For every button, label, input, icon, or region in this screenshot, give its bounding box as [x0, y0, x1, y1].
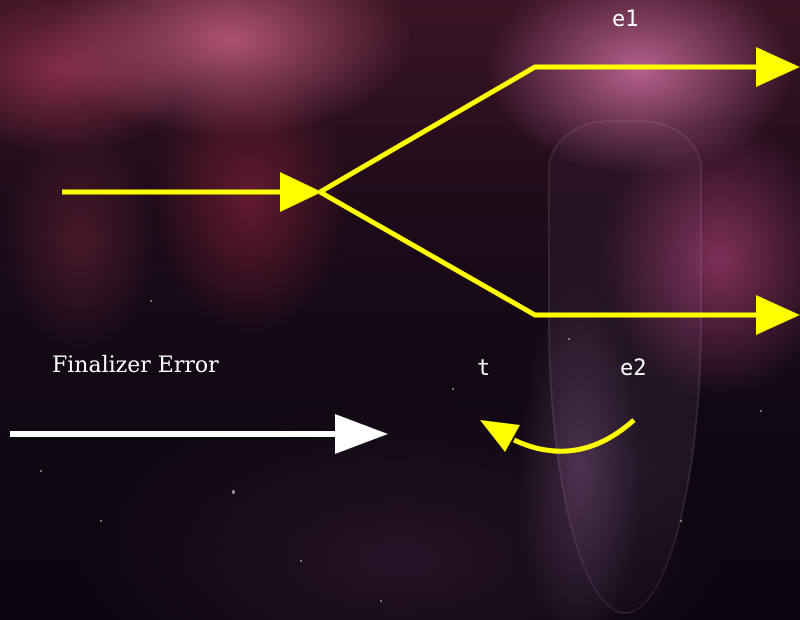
curved-arrow-head	[480, 420, 520, 452]
label-finalizer-error: Finalizer Error	[52, 353, 219, 378]
dust-particle	[452, 388, 454, 390]
dust-particle	[380, 600, 382, 602]
label-t: t	[477, 356, 491, 381]
dust-particle	[40, 470, 42, 472]
dust-particle	[680, 520, 682, 522]
branch-e2-arrow-head	[756, 295, 800, 335]
dust-particle	[100, 520, 102, 522]
label-e1: e1	[612, 7, 639, 32]
branch-e1-arrow-head	[756, 47, 800, 87]
branch-e2-line	[318, 189, 770, 318]
dust-particle	[150, 300, 152, 302]
finalizer-arrow-head	[335, 414, 388, 454]
smoke-wisp	[548, 120, 702, 614]
dust-particle	[232, 490, 235, 494]
curved-arrow-e2-to-t	[512, 418, 636, 454]
dust-particle	[568, 338, 570, 340]
dust-particle	[760, 410, 762, 412]
branch-e1-line	[318, 64, 770, 195]
label-e2: e2	[620, 356, 647, 381]
dust-particle	[300, 560, 302, 562]
incoming-arrow-head	[280, 172, 322, 212]
